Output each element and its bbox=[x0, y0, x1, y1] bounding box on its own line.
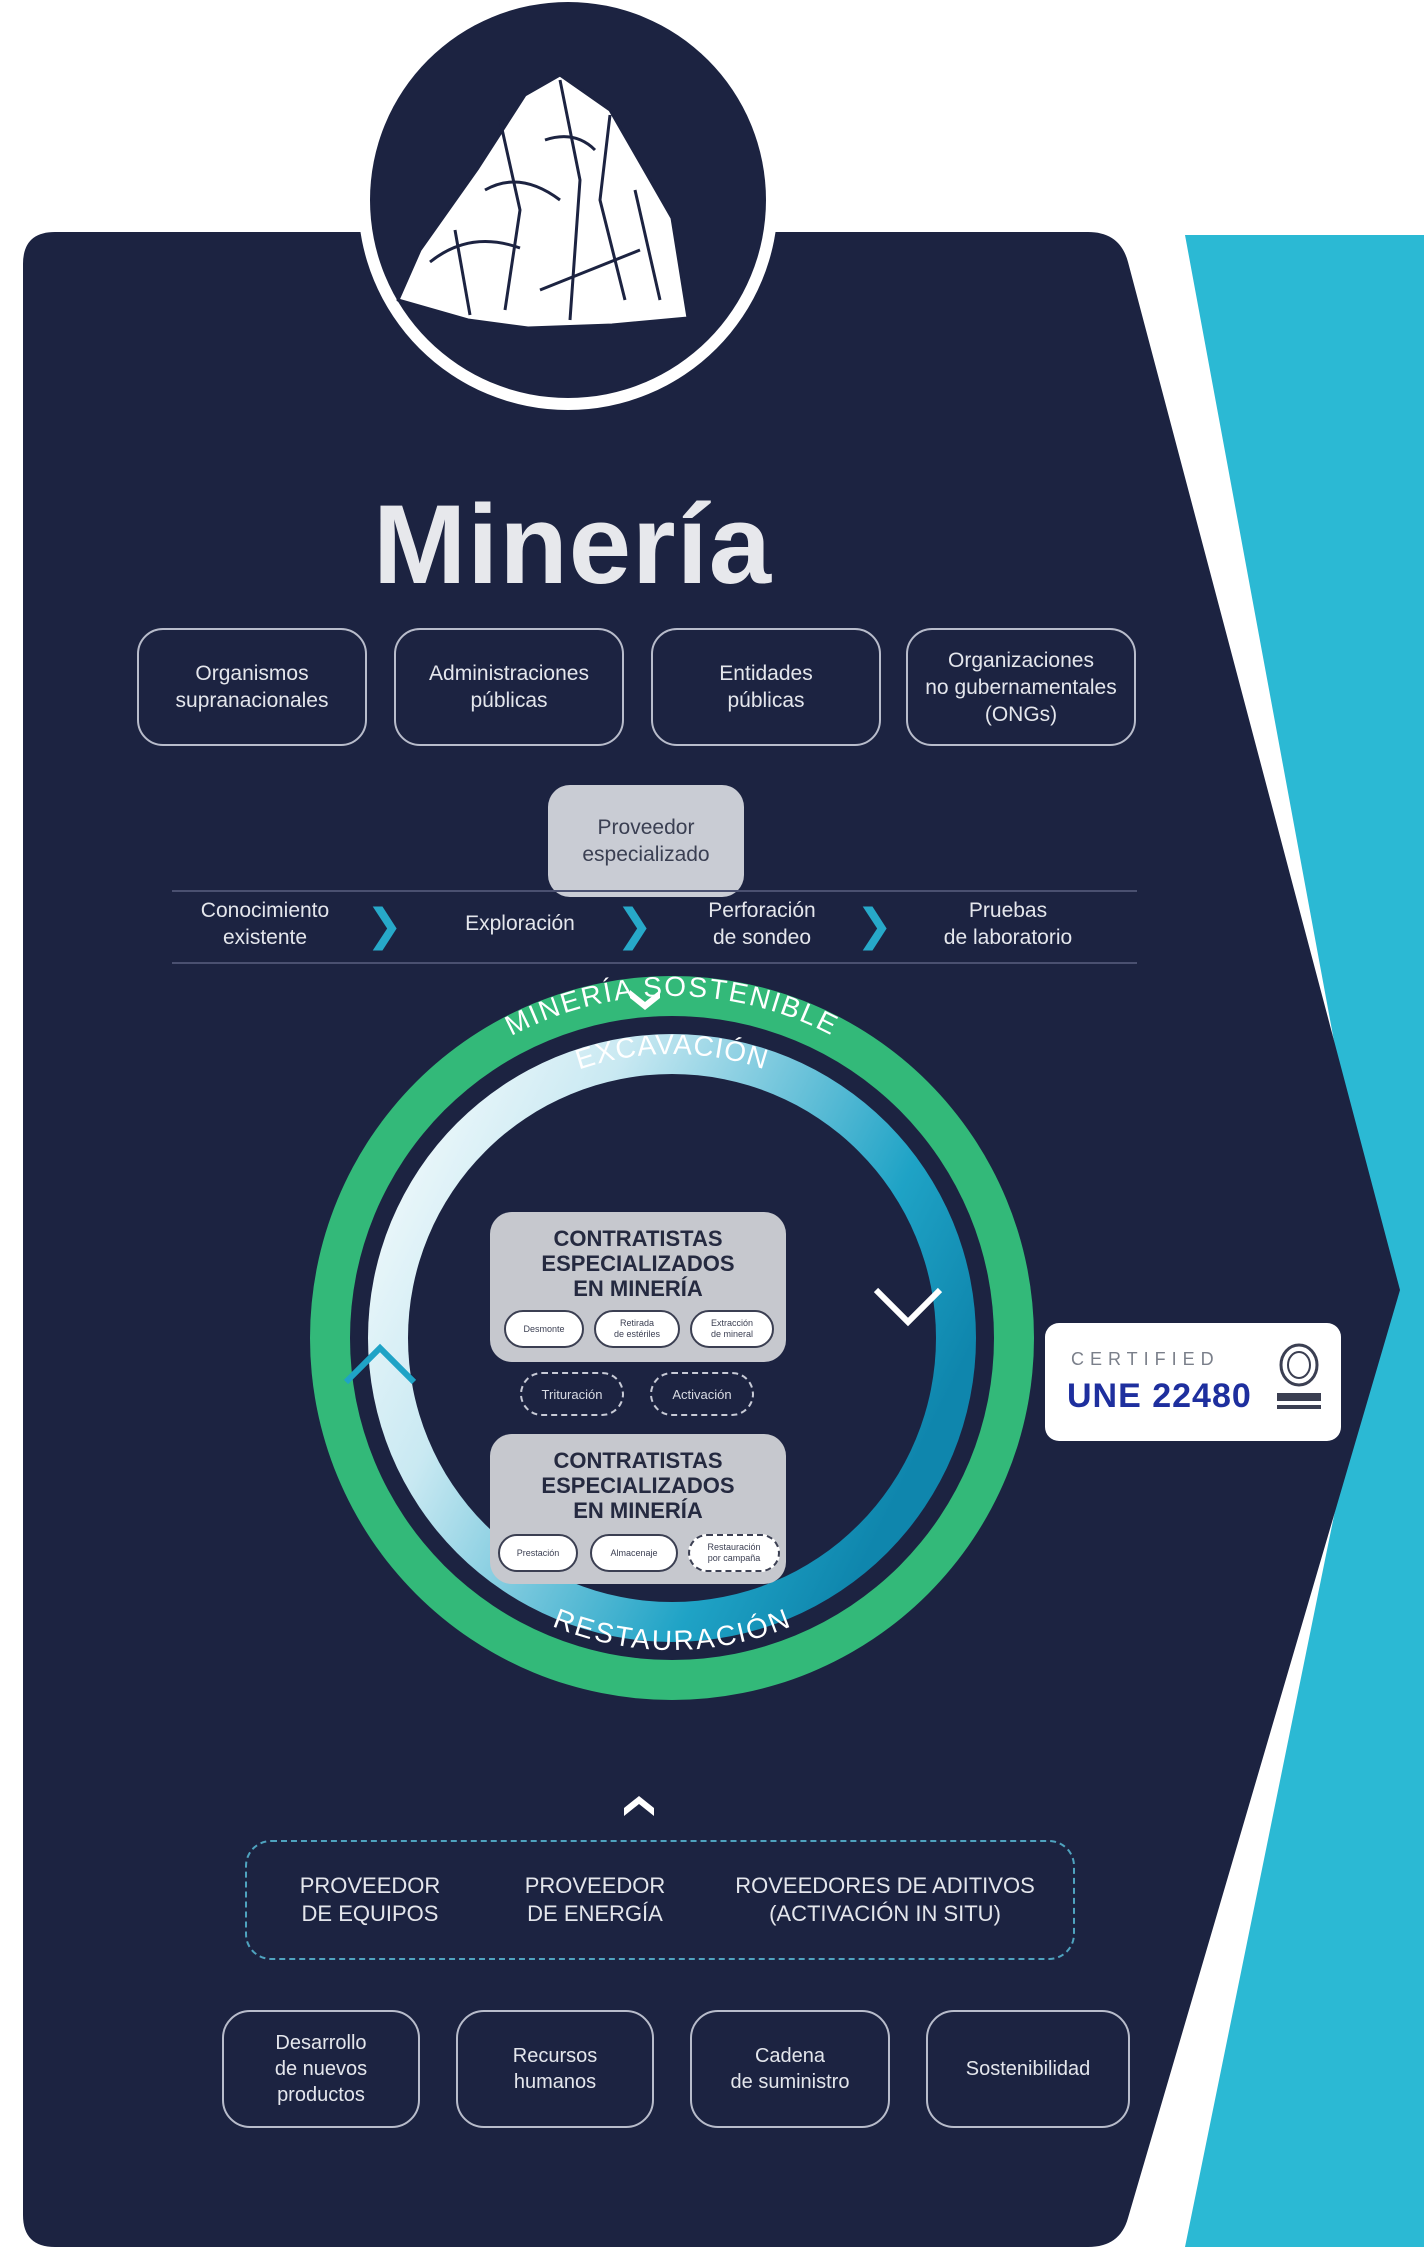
bureau-veritas-logo bbox=[1277, 1343, 1321, 1409]
restoration-label: RESTAURACIÓN bbox=[550, 1603, 794, 1657]
suppliers-box bbox=[245, 1840, 1075, 1960]
chip-clearing: Desmonte bbox=[504, 1310, 584, 1348]
org-public-administrations: Administraciones públicas bbox=[394, 628, 624, 746]
certification-badge: CERTIFIED UNE 22480 bbox=[1045, 1323, 1341, 1441]
step-arrow-icon: ❯ bbox=[616, 901, 653, 950]
divider-top bbox=[172, 890, 1137, 892]
chevron-down-icon bbox=[630, 990, 660, 1010]
card-title: CONTRATISTAS ESPECIALIZADOS EN MINERÍA bbox=[541, 1226, 735, 1301]
supplier-energy: PROVEEDOR DE ENERGÍA bbox=[524, 1873, 666, 1926]
chip-waste-removal: Retirada de estériles bbox=[594, 1310, 680, 1348]
page-title: Minería bbox=[372, 482, 773, 607]
standard-label: UNE 22480 bbox=[1067, 1377, 1252, 1415]
card-title: CONTRATISTAS ESPECIALIZADOS EN MINERÍA bbox=[541, 1448, 735, 1523]
process-crushing: Trituración bbox=[520, 1372, 624, 1416]
step-exploration: Exploración bbox=[465, 912, 575, 935]
supplier-equipment: PROVEEDOR DE EQUIPOS bbox=[299, 1873, 441, 1926]
supplier-additives: ROVEEDORES DE ADITIVOS (ACTIVACIÓN IN SI… bbox=[735, 1873, 1035, 1926]
support-human-resources: Recursos humanos bbox=[456, 2010, 654, 2128]
contractors-card-1: CONTRATISTAS ESPECIALIZADOS EN MINERÍA D… bbox=[490, 1212, 786, 1362]
chip-campaign-restoration: Restauración por campaña bbox=[688, 1534, 780, 1572]
mountain-icon bbox=[396, 73, 690, 330]
step-lab-tests: Pruebas de laboratorio bbox=[943, 899, 1073, 949]
support-sustainability: Sostenibilidad bbox=[926, 2010, 1130, 2128]
specialized-provider: Proveedor especializado bbox=[548, 785, 744, 897]
svg-text:RESTAURACIÓN: RESTAURACIÓN bbox=[550, 1603, 795, 1657]
step-drilling: Perforación de sondeo bbox=[708, 899, 816, 949]
chip-storage: Almacenaje bbox=[590, 1534, 678, 1572]
org-public-entities: Entidades públicas bbox=[651, 628, 881, 746]
excavation-label: EXCAVACIÓN bbox=[572, 1029, 772, 1075]
svg-text:EXCAVACIÓN: EXCAVACIÓN bbox=[572, 1029, 773, 1075]
support-product-development: Desarrollo de nuevos productos bbox=[222, 2010, 420, 2128]
chevron-up-icon bbox=[624, 1796, 654, 1816]
org-supranational: Organismos supranacionales bbox=[137, 628, 367, 746]
chip-provision: Prestación bbox=[498, 1534, 578, 1572]
org-ngos: Organizaciones no gubernamentales (ONGs) bbox=[906, 628, 1136, 746]
certified-label: CERTIFIED bbox=[1071, 1349, 1220, 1369]
step-arrow-icon: ❯ bbox=[366, 901, 403, 950]
divider-bottom bbox=[172, 962, 1137, 964]
teal-arrow-shape bbox=[1185, 235, 1424, 2247]
step-existing-knowledge: Conocimiento existente bbox=[200, 899, 330, 949]
chip-mineral-extraction: Extracción de mineral bbox=[690, 1310, 774, 1348]
chevron-down-icon bbox=[873, 1287, 943, 1327]
support-supply-chain: Cadena de suministro bbox=[690, 2010, 890, 2128]
process-activation: Activación bbox=[650, 1372, 754, 1416]
contractors-card-2: CONTRATISTAS ESPECIALIZADOS EN MINERÍA P… bbox=[490, 1434, 786, 1584]
chevron-up-icon bbox=[343, 1343, 417, 1385]
step-arrow-icon: ❯ bbox=[856, 901, 893, 950]
